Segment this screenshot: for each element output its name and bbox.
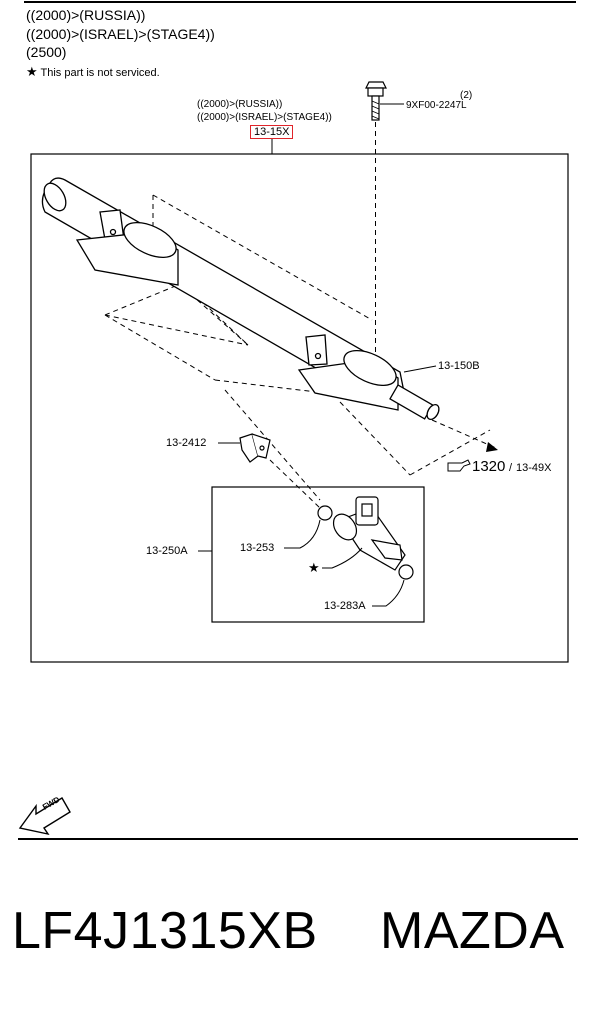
o-ring-lower-icon [398,564,414,580]
main-frame [30,153,569,663]
injector-assembly-part-code[interactable]: 13-250A [146,545,188,557]
part-number: LF4J1315XB [12,902,318,960]
rail-pipe-part-code[interactable]: 13-150B [438,360,480,372]
arrow-icon [486,442,498,452]
oring-upper-leader [284,519,321,549]
o-ring-upper-icon [317,505,333,521]
service-note-text: This part is not serviced. [40,67,160,79]
hand-pointer-icon [447,459,471,472]
header-line-2: ((2000)>(ISRAEL)>(STAGE4)) [26,26,215,42]
header-line-1: ((2000)>(RUSSIA)) [26,7,146,23]
reference-part-code[interactable]: 13-49X [516,462,552,474]
brand-name: MAZDA [380,902,565,960]
fuel-rail [41,177,440,421]
oring-lower-leader [372,579,405,607]
bolt-icon [365,81,387,121]
bolt-qty: (2) [460,90,473,101]
star-leader [322,547,363,569]
reference-figure[interactable]: 1320 [472,458,506,475]
fuel-injector-icon [332,496,406,571]
clip-part-code[interactable]: 13-2412 [166,437,207,449]
rail-pipe-leader [403,365,437,373]
clip-icon [239,433,271,463]
assembly-part-code[interactable]: 13-15X [250,125,294,139]
injector-frame [211,486,425,623]
header-line-3: (2500) [26,44,67,60]
oring-upper-part-code[interactable]: 13-253 [240,542,275,554]
fwd-arrow-icon [18,797,71,836]
service-note: ★ This part is not serviced. [26,65,160,80]
not-serviced-star-icon: ★ [308,560,320,575]
oring-lower-part-code[interactable]: 13-283A [324,600,366,612]
assembly-cond-1: ((2000)>(RUSSIA)) [197,99,283,110]
star-icon: ★ [26,64,38,79]
bolt-part-code[interactable]: 9XF00-2247L [406,100,467,111]
assembly-cond-2: ((2000)>(ISRAEL)>(STAGE4)) [197,112,332,123]
reference-slash: / [509,462,513,474]
